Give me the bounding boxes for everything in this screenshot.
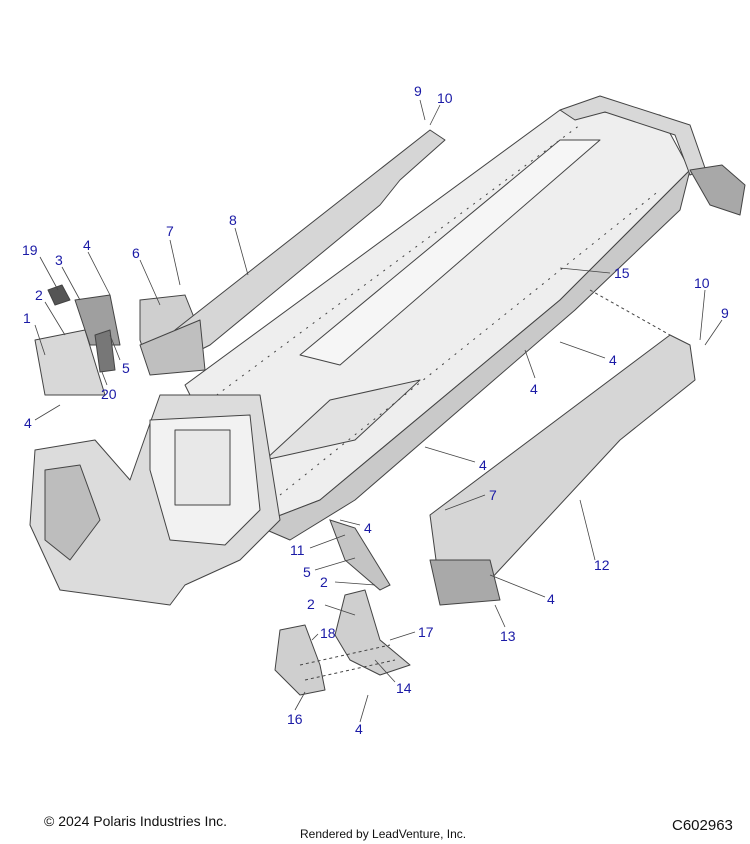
lower-brackets [274,589,411,696]
callout-4a: 4 [83,237,91,253]
bulkhead-frame-left [44,464,101,561]
callout-2a: 2 [35,287,43,303]
callout-10a: 10 [437,90,453,106]
callout-6: 6 [132,245,140,261]
part-20-pad [94,329,116,373]
callout-9a: 9 [414,83,422,99]
callout-labels: 9 10 19 4 7 8 6 3 2 1 5 20 4 15 10 9 4 4… [22,83,729,737]
part-12-footrest-right [429,334,696,606]
copyright-text: © 2024 Polaris Industries Inc. [44,813,228,829]
callout-20: 20 [101,386,117,402]
part-8-footrest-left [139,129,446,376]
callout-2c: 2 [307,596,315,612]
callout-15: 15 [614,265,630,281]
callout-5b: 5 [303,564,311,580]
part-1-plate [34,329,106,396]
callout-17: 17 [418,624,434,640]
callout-18: 18 [320,625,336,641]
callout-10b: 10 [694,275,710,291]
part-19-pad [47,284,71,306]
callout-12: 12 [594,557,610,573]
rendered-by-text: Rendered by LeadVenture, Inc. [300,827,467,841]
callout-7a: 7 [166,223,174,239]
callout-4e: 4 [479,457,487,473]
callout-16: 16 [287,711,303,727]
cooler-channel [299,139,601,366]
callout-4h: 4 [355,721,363,737]
tunnel-access-panel [264,379,421,461]
tunnel-rail-right [279,189,661,496]
callout-11: 11 [290,542,305,558]
callout-8: 8 [229,212,237,228]
callout-4b: 4 [24,415,32,431]
callout-4f: 4 [364,520,372,536]
callout-2b: 2 [320,574,328,590]
callout-4g: 4 [547,591,555,607]
part-14-bracket [334,589,411,676]
tunnel-side-panel [254,169,691,541]
front-bulkhead [29,394,281,606]
callout-14: 14 [396,680,412,696]
callout-5a: 5 [122,360,130,376]
callout-13: 13 [500,628,516,644]
callout-9b: 9 [721,305,729,321]
part-16-bracket [274,624,326,696]
tunnel-assembly [184,95,746,541]
bulkhead-opening [174,429,231,506]
callout-3: 3 [55,252,63,268]
left-fastener-cluster [34,284,121,396]
part-11-bracket [329,519,391,591]
rear-flap [689,164,746,216]
tunnel-rail-left [209,124,581,401]
callout-19: 19 [22,242,38,258]
leader-lines [34,99,723,723]
callout-4d: 4 [530,381,538,397]
callout-4c: 4 [609,352,617,368]
callout-7b: 7 [489,487,497,503]
figure-id: C602963 [672,817,733,834]
rear-grab-bar [559,95,706,176]
callout-1: 1 [23,310,31,326]
